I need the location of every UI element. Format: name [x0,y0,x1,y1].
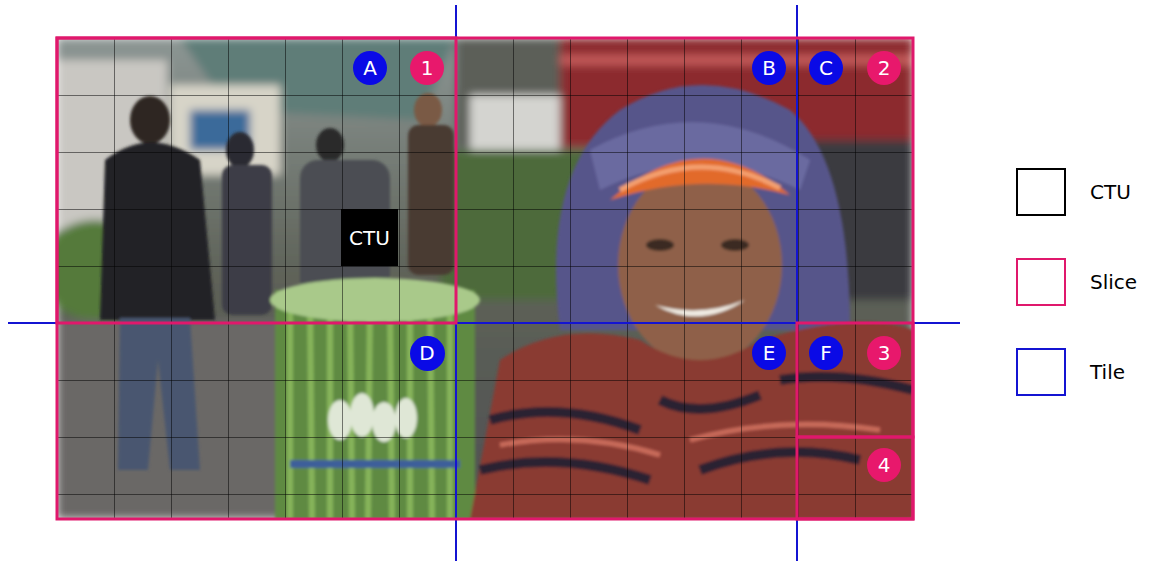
marker-label: 2 [867,56,901,80]
legend-entry: Tile [1016,348,1146,398]
slice-number: 4 [867,448,901,482]
tile-letter: E [752,336,786,370]
ctu-legend-swatch [1016,168,1066,216]
tile-letter: A [353,51,387,85]
tile-letter: F [809,336,843,370]
legend-entry: Slice [1016,258,1146,308]
slice-legend-swatch [1016,258,1066,306]
marker-label: D [410,341,445,365]
legend-entry: CTU [1016,168,1146,218]
marker-label: B [752,56,786,80]
slice-number: 2 [867,51,901,85]
tile-letter: D [410,336,445,371]
tile-legend-swatch [1016,348,1066,396]
marker-label: F [809,341,843,365]
tile-letter: B [752,51,786,85]
marker-label: A [353,56,387,80]
ctu-block: CTU [341,209,398,266]
tile-letter: C [809,51,843,85]
slice-number: 3 [867,336,901,370]
marker-label: 3 [867,341,901,365]
ctu-label: CTU [341,226,398,250]
marker-label: E [752,341,786,365]
marker-label: C [809,56,843,80]
legend-label: Slice [1090,270,1137,294]
legend-label: Tile [1090,360,1125,384]
marker-label: 1 [410,56,444,80]
legend-label: CTU [1090,180,1131,204]
slice-number: 1 [410,51,444,85]
marker-label: 4 [867,453,901,477]
